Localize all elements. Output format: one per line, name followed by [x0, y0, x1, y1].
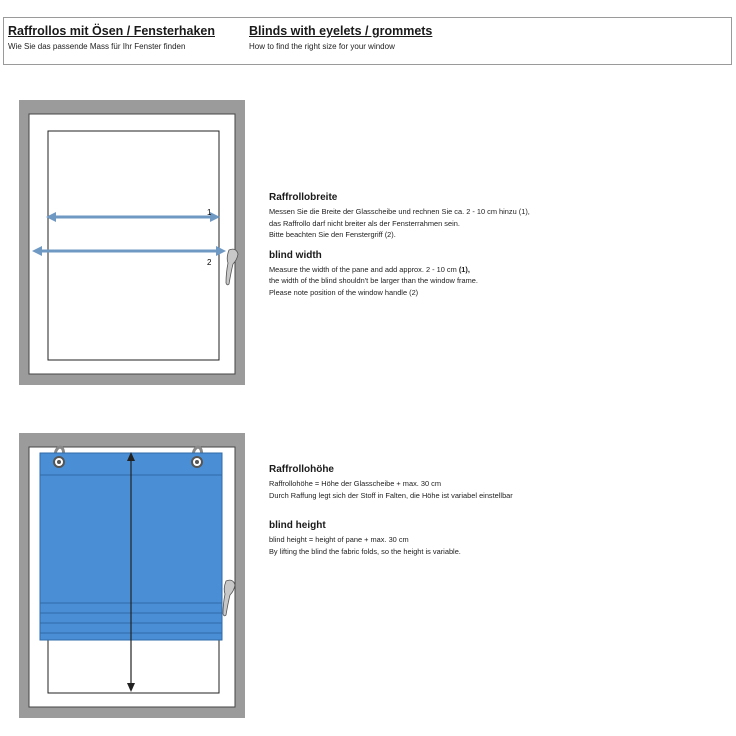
arrow-1-right-head: [210, 212, 220, 222]
english-title: Blinds with eyelets / grommets: [249, 24, 433, 38]
width-en-line-3: Please note position of the window handl…: [269, 287, 419, 297]
arrow-1-left-head: [46, 212, 56, 222]
window-handle-icon: [225, 248, 239, 286]
height-heading-en: blind height: [269, 520, 326, 531]
width-text: Raffrollobreite Messen Sie die Breite de…: [269, 192, 530, 298]
window-height-diagram: [19, 433, 245, 718]
glass-pane: [47, 130, 220, 361]
width-heading-en: blind width: [269, 249, 322, 261]
width-de-line-1: Messen Sie die Breite der Glasscheibe un…: [269, 207, 530, 216]
german-subtitle: Wie Sie das passende Mass für Ihr Fenste…: [8, 42, 186, 51]
height-de-line-2: Durch Raffung legt sich der Stoff in Fal…: [269, 490, 513, 500]
width-de-line-3: Bitte beachten Sie den Fenstergriff (2).: [269, 230, 396, 239]
german-title: Raffrollos mit Ösen / Fensterhaken: [8, 24, 215, 38]
width-en-line-2: the width of the blind shouldn't be larg…: [269, 276, 478, 285]
height-text: Raffrollohöhe Raffrollohöhe = Höhe der G…: [269, 464, 513, 557]
eyelet-right-center: [195, 460, 199, 464]
height-heading-de: Raffrollohöhe: [269, 464, 334, 475]
height-en-line-1: blind height = height of pane + max. 30 …: [269, 535, 409, 544]
width-de-line-2: das Raffrollo darf nicht breiter als der…: [269, 218, 460, 228]
arrow-2-left-head: [32, 246, 42, 256]
eyelet-left-center: [57, 460, 61, 464]
height-de-line-1: Raffrollohöhe = Höhe der Glasscheibe + m…: [269, 479, 441, 488]
height-en-line-2: By lifting the blind the fabric folds, s…: [269, 546, 461, 556]
window-width-diagram: 1 2: [19, 100, 245, 385]
window-handle-icon-2: [222, 579, 236, 617]
height-arrow-top-head: [127, 452, 135, 461]
width-figure: 1 2 Raffrollobreite Messen Sie die Breit…: [0, 100, 736, 400]
width-en-line-1-bold: (1),: [458, 264, 470, 274]
arrow-2-right-head: [216, 246, 226, 256]
width-en-line-1: Measure the width of the pane and add ap…: [269, 264, 530, 276]
english-subtitle: How to find the right size for your wind…: [249, 42, 395, 51]
marker-1-label: 1: [207, 208, 212, 217]
height-figure: Raffrollohöhe Raffrollohöhe = Höhe der G…: [0, 433, 736, 733]
width-heading-de: Raffrollobreite: [269, 192, 338, 203]
width-en-line-1-main: Measure the width of the pane and add ap…: [269, 264, 459, 274]
header-box: Raffrollos mit Ösen / Fensterhaken Wie S…: [3, 17, 732, 65]
marker-2-label: 2: [207, 258, 212, 267]
height-arrow-bottom-head: [127, 683, 135, 692]
